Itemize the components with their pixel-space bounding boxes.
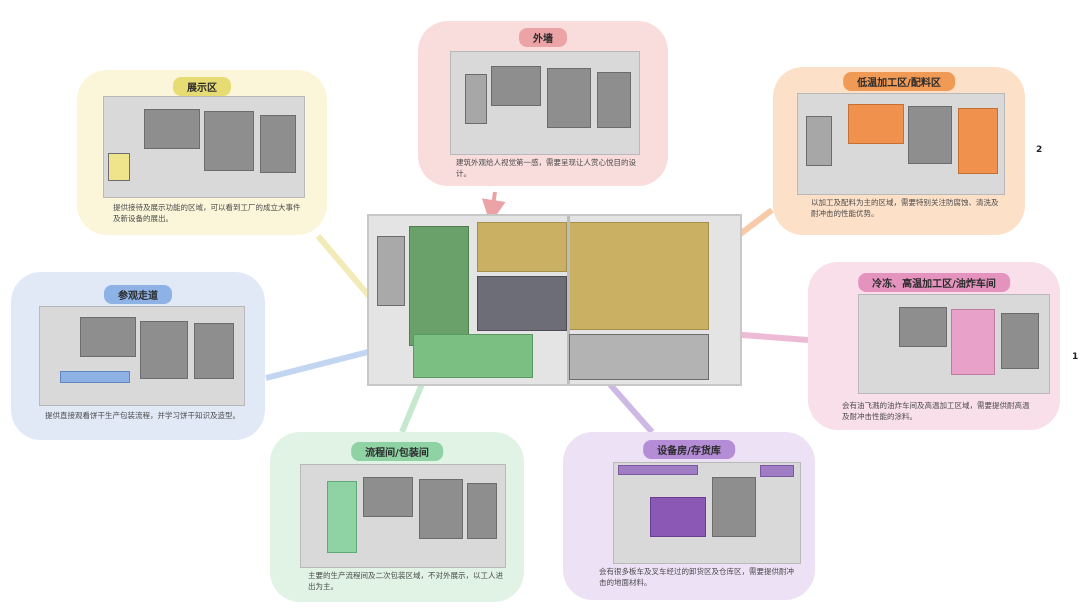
card-cooling-thumbnail (858, 294, 1050, 394)
marker-1: 1 (1072, 352, 1078, 362)
plan-room-olive-right (569, 222, 709, 330)
central-floor-plan (367, 214, 742, 386)
card-cooling: 冷冻、高温加工区/油炸车间 会有油飞溅的油炸车间及高温加工区域，需要提供耐高温及… (808, 262, 1060, 430)
card-process-thumbnail (300, 464, 506, 568)
arrow-exterior (492, 192, 495, 212)
card-process-title: 流程间/包装间 (351, 442, 443, 461)
card-display-title: 展示区 (173, 77, 231, 96)
card-corridor: 参观走道 提供直接观看饼干生产包装流程，并学习饼干知识及造型。 (11, 272, 265, 440)
card-corridor-desc: 提供直接观看饼干生产包装流程，并学习饼干知识及造型。 (45, 410, 241, 421)
plan-room-grey-left (377, 236, 405, 306)
card-equipment: 设备房/存货库 会有很多板车及叉车经过的卸货区及仓库区，需要提供耐冲击的地面材料… (563, 432, 815, 600)
card-display: 展示区 提供接待及展示功能的区域，可以看到工厂的成立大事件及新设备的展出。 (77, 70, 327, 235)
card-equipment-title: 设备房/存货库 (643, 440, 735, 459)
plan-room-green-bottom (413, 334, 533, 378)
card-low-temp-thumbnail (797, 93, 1005, 195)
card-exterior: 外墙 建筑外观给人视觉第一感，需要呈现让人赏心悦目的设计。 (418, 21, 668, 186)
card-exterior-desc: 建筑外观给人视觉第一感，需要呈现让人赏心悦目的设计。 (456, 157, 642, 179)
plan-room-olive-top (477, 222, 567, 272)
card-low-temp: 低温加工区/配料区 以加工及配料为主的区域，需要特别关注防腐蚀、清洗及耐冲击的性… (773, 67, 1025, 235)
plan-room-dark (477, 276, 567, 331)
card-low-temp-desc: 以加工及配料为主的区域，需要特别关注防腐蚀、清洗及耐冲击的性能优势。 (811, 197, 1001, 219)
card-corridor-title: 参观走道 (104, 285, 172, 304)
card-process-desc: 主要的生产流程间及二次包装区域，不对外展示，以工人进出为主。 (308, 570, 504, 592)
card-process: 流程间/包装间 主要的生产流程间及二次包装区域，不对外展示，以工人进出为主。 (270, 432, 524, 602)
card-equipment-desc: 会有很多板车及叉车经过的卸货区及仓库区，需要提供耐冲击的地面材料。 (599, 566, 795, 588)
card-corridor-thumbnail (39, 306, 245, 406)
card-exterior-thumbnail (450, 51, 640, 155)
card-cooling-desc: 会有油飞溅的油炸车间及高温加工区域，需要提供耐高温及耐冲击性能的涂料。 (842, 400, 1034, 422)
card-display-thumbnail (103, 96, 305, 198)
card-display-desc: 提供接待及展示功能的区域，可以看到工厂的成立大事件及新设备的展出。 (113, 202, 303, 224)
plan-room-grey-bottom (569, 334, 709, 380)
plan-room-green (409, 226, 469, 346)
marker-2: 2 (1036, 145, 1042, 155)
card-low-temp-title: 低温加工区/配料区 (843, 72, 955, 91)
card-equipment-thumbnail (613, 462, 801, 564)
card-cooling-title: 冷冻、高温加工区/油炸车间 (858, 273, 1010, 292)
card-exterior-title: 外墙 (519, 28, 567, 47)
